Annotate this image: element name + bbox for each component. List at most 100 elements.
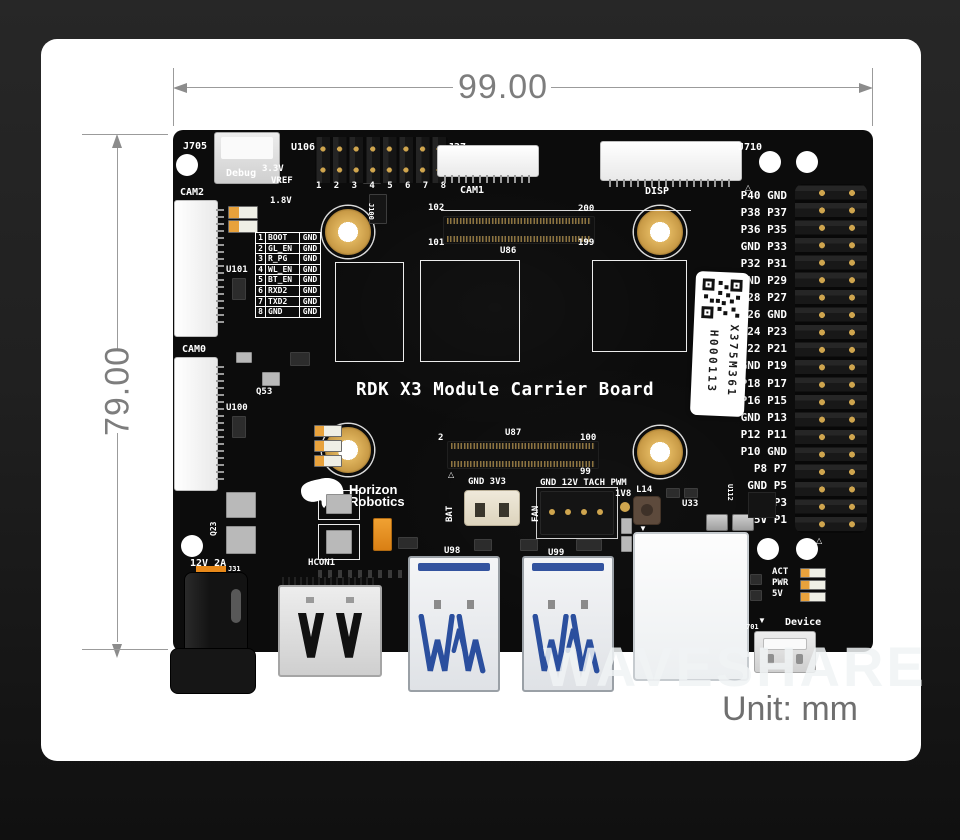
dc-jack-base bbox=[170, 648, 256, 694]
logo-text: Horizon Robotics bbox=[349, 482, 405, 508]
pin1-mark-icon: △ bbox=[816, 536, 823, 545]
gpio-label-column: P40 GND P38 P37 P36 P35 GND P33 P32 P31 … bbox=[713, 187, 787, 528]
unit-label: Unit: mm bbox=[722, 690, 858, 728]
u99-label: U99 bbox=[548, 548, 565, 558]
pin-number: 2 bbox=[333, 181, 340, 191]
usb-contacts bbox=[418, 614, 486, 674]
pin-num: 6 bbox=[256, 285, 266, 296]
q23-label: Q23 bbox=[209, 521, 218, 536]
width-arrow-right-icon bbox=[859, 83, 873, 93]
hdmi-contacts bbox=[298, 613, 362, 658]
small-header bbox=[748, 492, 776, 518]
pin-gnd: GND bbox=[302, 275, 318, 285]
usb3-port-2 bbox=[522, 556, 614, 692]
gpio-pin-label: P18 P17 bbox=[740, 376, 787, 390]
usb-connector-face bbox=[221, 137, 273, 159]
pin-number: 8 bbox=[440, 181, 446, 191]
j100-label: J100 bbox=[367, 203, 375, 220]
connector-pins bbox=[451, 443, 595, 449]
height-extension-line-top bbox=[82, 134, 168, 135]
standoff-hole bbox=[322, 206, 374, 258]
cam2-ffc-connector bbox=[174, 200, 224, 337]
smd-component bbox=[226, 492, 256, 518]
test-pad bbox=[620, 502, 630, 512]
usb-contacts bbox=[532, 614, 600, 674]
mark-icon: ▼ bbox=[639, 524, 647, 533]
u86-pin199-label: 199 bbox=[578, 238, 595, 248]
smd-component bbox=[576, 539, 602, 551]
smd-row bbox=[318, 570, 438, 578]
u86-pin102-label: 102 bbox=[428, 203, 445, 213]
pin-num: 1 bbox=[256, 233, 266, 243]
width-extension-line-right bbox=[872, 68, 873, 126]
height-arrow-down-icon bbox=[112, 644, 122, 658]
voltage-1v8-label: 1.8V bbox=[270, 196, 292, 206]
connector-detail bbox=[767, 654, 774, 664]
connector-teeth bbox=[609, 179, 733, 187]
silk-outline bbox=[318, 490, 360, 520]
device-micro-usb bbox=[754, 631, 816, 673]
board-height-value: 79.00 bbox=[98, 345, 137, 437]
pin-name: TXD2 bbox=[266, 296, 300, 307]
pin-num: 4 bbox=[256, 264, 266, 275]
gpio-pin-label: P32 P31 bbox=[740, 257, 787, 271]
gnd-3v3-label: GND 3V3 bbox=[468, 477, 506, 487]
vref-label: VREF bbox=[271, 176, 293, 186]
j705-label: J705 bbox=[183, 141, 208, 152]
fan-pins-label: GND 12V TACH PWM bbox=[540, 478, 627, 488]
hcon1-label: HCON1 bbox=[308, 558, 336, 568]
width-arrow-left-icon bbox=[173, 83, 187, 93]
u112-label: U112 bbox=[726, 484, 734, 501]
pin-name: GND bbox=[266, 307, 300, 317]
pin1-mark-icon: △ bbox=[745, 183, 752, 192]
u33-label: U33 bbox=[682, 499, 699, 509]
gpio-pin-label: GND P33 bbox=[740, 240, 787, 254]
gpio-pin-label: P38 P37 bbox=[740, 206, 787, 220]
u86-board-connector bbox=[443, 216, 595, 244]
waveshare-watermark: WAVESHARE bbox=[543, 635, 927, 698]
cam2-label: CAM2 bbox=[180, 187, 205, 198]
smd-component bbox=[226, 526, 256, 554]
pin-num: 3 bbox=[256, 254, 266, 264]
usb3-tongue bbox=[418, 563, 490, 571]
connector-slot bbox=[475, 503, 485, 517]
orange-capacitor bbox=[373, 518, 392, 551]
connector-detail bbox=[306, 597, 314, 603]
u86-pin200-label: 200 bbox=[578, 204, 595, 214]
voltage-3v3-label: 3.3V bbox=[262, 164, 284, 174]
fan-header bbox=[540, 491, 614, 535]
smd-component bbox=[236, 352, 252, 363]
connector-pins bbox=[447, 218, 591, 224]
logo-line1: Horizon bbox=[349, 482, 398, 497]
led-component bbox=[228, 220, 258, 233]
gpio-pin-label: GND P29 bbox=[740, 274, 787, 288]
j31-label: J31 bbox=[228, 565, 241, 573]
serial-sticker: X375M361 H000113 bbox=[689, 270, 751, 418]
silk-outline bbox=[318, 524, 360, 560]
mounting-hole bbox=[796, 151, 818, 173]
1v8-label: 1V8 bbox=[615, 489, 632, 499]
ic-chip bbox=[232, 278, 246, 300]
pin-num: 2 bbox=[256, 243, 266, 254]
usb3-tongue bbox=[532, 563, 604, 571]
width-dimension-line-right bbox=[551, 87, 865, 88]
connector-teeth bbox=[444, 175, 532, 183]
pin-number: 3 bbox=[351, 181, 358, 191]
power-rating-label: 12V 2A bbox=[190, 558, 227, 569]
u100-label: U100 bbox=[226, 403, 248, 413]
standoff-hole bbox=[634, 426, 686, 478]
debug-usb-connector bbox=[214, 132, 280, 184]
silk-outline-line bbox=[441, 210, 691, 211]
connector-pins bbox=[447, 236, 591, 242]
height-dimension-line-top bbox=[117, 143, 118, 349]
u86-label: U86 bbox=[500, 246, 517, 256]
gpio-pin-label: P28 P27 bbox=[740, 291, 787, 305]
u87-label: U87 bbox=[505, 428, 522, 438]
gpio-pin-label: P12 P11 bbox=[740, 427, 787, 441]
jack-pin bbox=[231, 589, 241, 623]
